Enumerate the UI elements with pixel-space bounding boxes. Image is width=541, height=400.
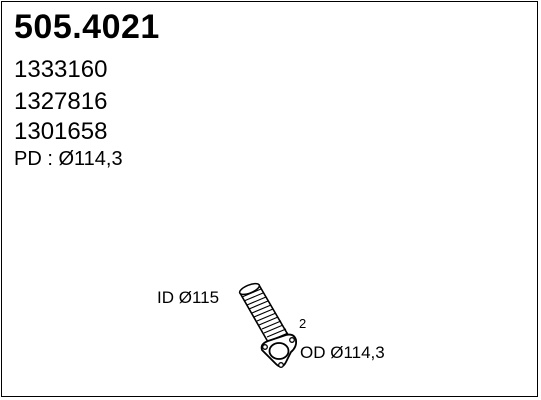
reference-number: 1327816 (14, 88, 108, 115)
pipe-top-end (238, 282, 261, 296)
outer-diameter-label: OD Ø114,3 (300, 343, 385, 362)
reference-number: 1333160 (14, 56, 108, 83)
pipe-diameter-line: PD : Ø114,3 (14, 148, 123, 170)
part-number-title: 505.4021 (14, 8, 160, 46)
flange-bolt-holes (262, 337, 295, 368)
inner-diameter-label: ID Ø115 (157, 288, 220, 307)
reference-number: 1301658 (14, 118, 108, 145)
callout-number: 2 (299, 316, 307, 331)
